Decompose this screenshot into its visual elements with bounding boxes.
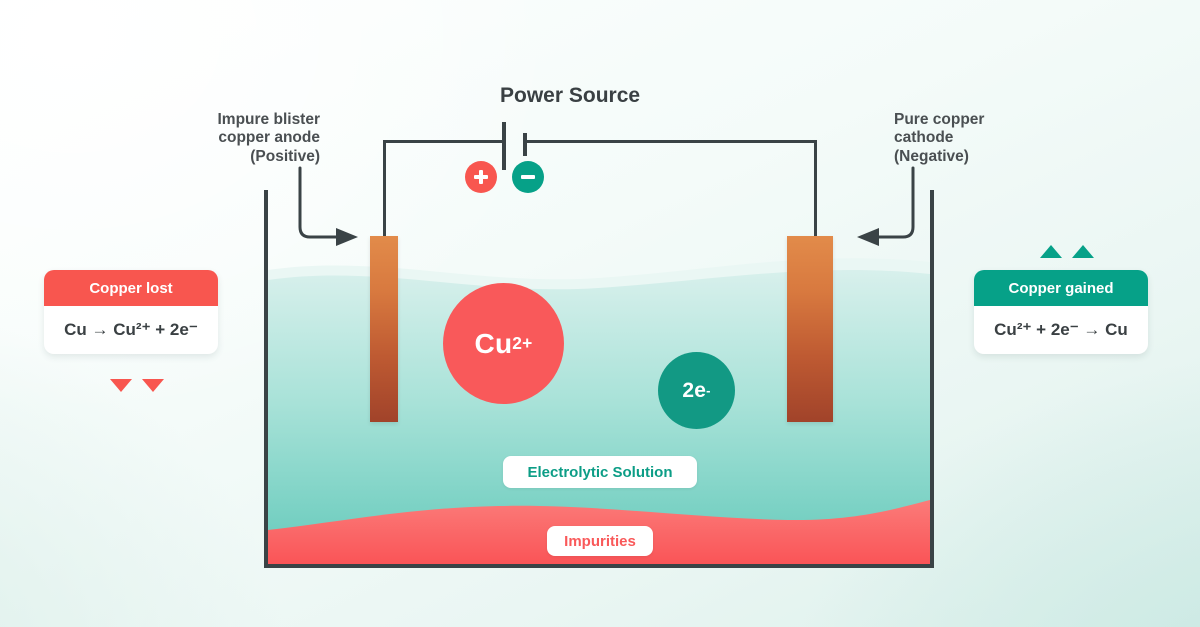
electron-symbol: 2e — [682, 378, 707, 402]
copper-lost-equation: Cu → Cu²⁺ + 2e⁻ — [64, 320, 198, 339]
wire-left-horizontal — [383, 140, 505, 143]
triangle-down-icon — [110, 379, 132, 392]
negative-terminal-icon — [512, 161, 544, 193]
cathode-label: Pure copper cathode (Negative) — [894, 111, 985, 165]
positive-terminal-icon — [465, 161, 497, 193]
power-source-title: Power Source — [500, 84, 641, 107]
electrolysis-tank — [264, 190, 934, 568]
electron-bubble: 2e- — [658, 352, 735, 429]
copper-ion-charge: 2+ — [512, 333, 533, 353]
wire-anode-vertical — [383, 140, 386, 238]
anode-electrode — [370, 236, 398, 422]
triangle-down-icon — [142, 379, 164, 392]
copper-gained-heading: Copper gained — [974, 270, 1148, 306]
triangle-up-icon — [1040, 245, 1062, 258]
battery-long-plate-icon — [502, 122, 506, 170]
copper-lost-heading: Copper lost — [44, 270, 218, 306]
copper-gained-direction-icons — [1040, 245, 1094, 258]
copper-lost-direction-icons — [110, 379, 164, 392]
electron-charge: - — [706, 383, 711, 398]
copper-gained-equation: Cu²⁺ + 2e⁻ → Cu — [994, 320, 1128, 339]
impurities-label: Impurities — [547, 526, 653, 556]
electrolytic-solution-label: Electrolytic Solution — [503, 456, 697, 488]
triangle-up-icon — [1072, 245, 1094, 258]
anode-label: Impure blister copper anode (Positive) — [217, 111, 321, 165]
copper-ion-symbol: Cu — [474, 327, 513, 359]
copper-lost-card: Copper lost Cu → Cu²⁺ + 2e⁻ — [44, 270, 218, 354]
cathode-leader-arrow-icon — [857, 166, 915, 246]
battery-short-plate-icon — [523, 133, 527, 156]
wire-right-horizontal — [524, 140, 817, 143]
copper-gained-card: Copper gained Cu²⁺ + 2e⁻ → Cu — [974, 270, 1148, 354]
wire-cathode-vertical — [814, 140, 817, 238]
cathode-electrode — [787, 236, 833, 422]
anode-leader-arrow-icon — [298, 166, 358, 246]
